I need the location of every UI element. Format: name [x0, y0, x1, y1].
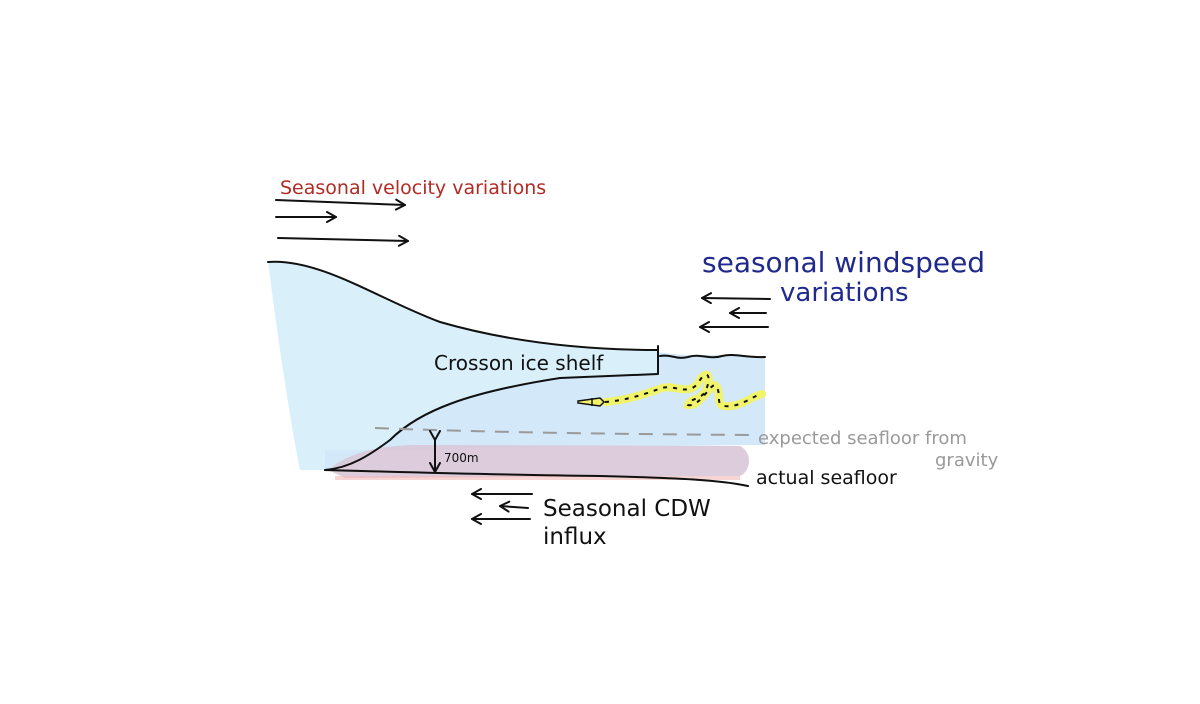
actual-seafloor-label: actual seafloor: [756, 467, 897, 489]
cdw-arrow-2: [499, 500, 529, 513]
velocity-arrow-3: [277, 234, 409, 247]
actual-seafloor-line: [324, 469, 749, 487]
ice-shelf-label: Crosson ice shelf: [434, 351, 604, 375]
expected-seafloor-label: expected seafloor from: [758, 428, 967, 449]
expected-seafloor-label-gravity: gravity: [935, 450, 999, 471]
glider-track-dash: [604, 373, 763, 408]
cdw-label-line1: Seasonal CDW: [543, 496, 711, 522]
ice-sheet-fill: [268, 261, 658, 470]
windspeed-label-line1: seasonal windspeed: [702, 246, 985, 279]
glider-icon: [577, 397, 606, 407]
ice-base-line: [324, 377, 561, 471]
velocity-label: Seasonal velocity variations: [280, 177, 546, 199]
ice-shelf-front: [559, 345, 659, 379]
expected-seafloor-line: [374, 427, 753, 436]
depth-label: 700m: [444, 451, 479, 465]
cdw-label-line2: influx: [543, 524, 607, 550]
sediment-layer: [328, 445, 749, 478]
ice-surface-line: [267, 260, 659, 351]
windspeed-label-line2: variations: [780, 278, 909, 308]
wind-arrow-1: [701, 292, 771, 305]
velocity-arrow-1: [275, 198, 406, 211]
ocean-surface-line: [659, 354, 766, 359]
